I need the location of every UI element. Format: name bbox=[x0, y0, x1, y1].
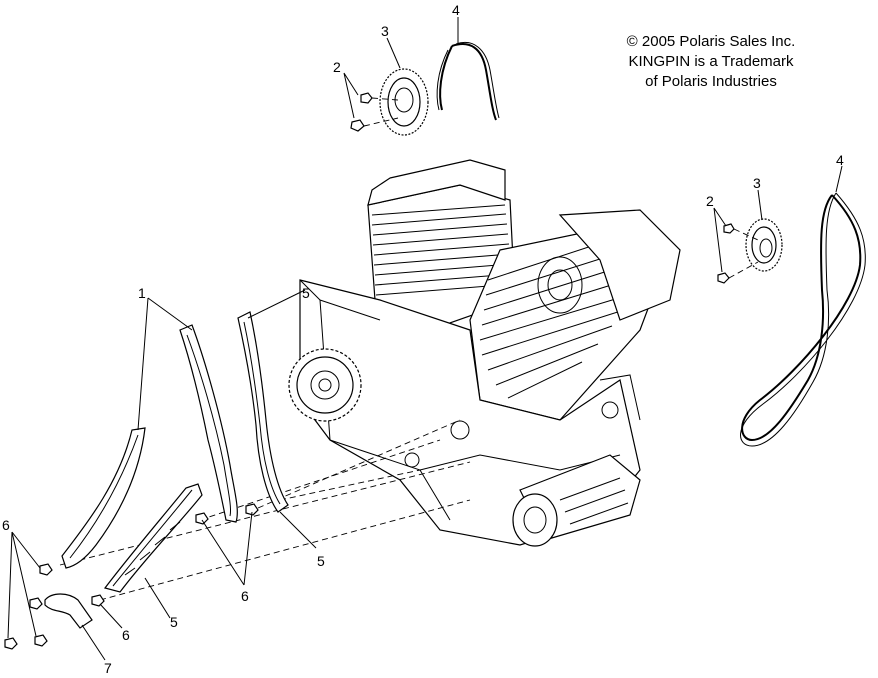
right-drive-belt bbox=[740, 192, 866, 447]
callout-6-left: 6 bbox=[2, 517, 10, 533]
copyright-line-1: © 2005 Polaris Sales Inc. bbox=[626, 33, 796, 50]
alignment-lines bbox=[59, 419, 471, 601]
front-cylinder-fins bbox=[479, 239, 635, 399]
copyright-notice: © 2005 Polaris Sales Inc. KINGPIN is a T… bbox=[596, 32, 826, 92]
top-sprocket-bolts bbox=[350, 92, 399, 132]
engine-assembly bbox=[288, 159, 681, 547]
callout-5-mid: 5 bbox=[302, 285, 310, 301]
right-cam-sprocket bbox=[745, 218, 783, 272]
callout-4-right: 4 bbox=[836, 152, 844, 168]
lower-tensioner-guide bbox=[103, 483, 203, 593]
right-sprocket-bolts bbox=[717, 223, 759, 284]
lower-front-guide bbox=[61, 427, 146, 569]
copyright-line-2: KINGPIN is a Trademark bbox=[628, 53, 794, 70]
callout-6-bottom: 6 bbox=[122, 627, 130, 643]
callout-1: 1 bbox=[138, 285, 146, 301]
callout-4-top: 4 bbox=[452, 2, 460, 18]
guide-bolts bbox=[4, 503, 259, 650]
right-leaders bbox=[713, 165, 843, 273]
top-leaders bbox=[343, 17, 459, 119]
callout-3-right: 3 bbox=[753, 175, 761, 191]
callout-6-mid: 6 bbox=[241, 588, 249, 604]
callout-5-low: 5 bbox=[170, 614, 178, 630]
rear-cylinder-fins bbox=[371, 204, 514, 296]
callout-2-right: 2 bbox=[706, 193, 714, 209]
callout-3-top: 3 bbox=[381, 23, 389, 39]
rear-chain-guide bbox=[179, 324, 238, 523]
copyright-line-3: of Polaris Industries bbox=[645, 73, 777, 90]
top-cam-sprocket bbox=[379, 68, 429, 136]
lower-leaders bbox=[7, 289, 317, 661]
callout-5-right: 5 bbox=[317, 553, 325, 569]
front-chain-tensioner bbox=[237, 311, 289, 513]
callout-7: 7 bbox=[104, 660, 112, 673]
callout-2-top: 2 bbox=[333, 59, 341, 75]
tensioner-bracket bbox=[44, 593, 93, 629]
top-drive-belt bbox=[436, 42, 500, 121]
